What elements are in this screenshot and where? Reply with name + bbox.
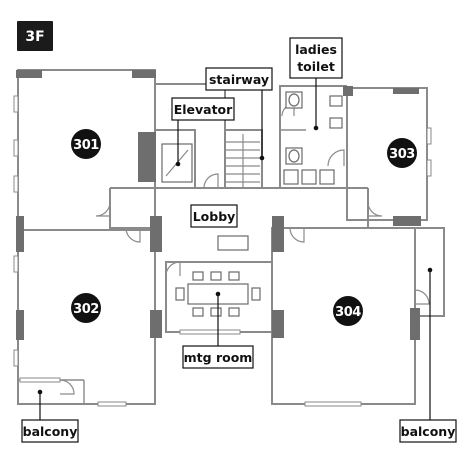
room-303-marker: 303 (387, 138, 417, 168)
balcony-left-callout: balcony (21, 389, 79, 443)
balcony-left-label: balcony (23, 424, 78, 439)
toilet-fixtures (280, 91, 343, 185)
ladies-toilet-label-line1: ladies (295, 42, 337, 57)
lobby-callout: Lobby (190, 204, 238, 228)
room-303-number: 303 (389, 147, 415, 162)
room-301-marker: 301 (71, 129, 101, 159)
elevator-callout: Elevator (171, 97, 235, 167)
pillars (16, 70, 421, 340)
elevator-label: Elevator (174, 102, 233, 117)
room-304-number: 304 (335, 305, 361, 320)
room-301-number: 301 (73, 138, 99, 153)
stairway-callout: stairway (205, 67, 273, 161)
room-302-marker: 302 (71, 293, 101, 323)
room-302-number: 302 (73, 302, 99, 317)
floor-label: 3F (25, 29, 44, 45)
mtg-room-callout: mtg room (182, 291, 254, 369)
stairway-label: stairway (209, 72, 269, 87)
floor-badge: 3F (17, 21, 53, 51)
balcony-right-label: balcony (401, 424, 456, 439)
mtg-room-label: mtg room (184, 350, 253, 365)
lobby-counter (217, 235, 249, 251)
ladies-toilet-label-line2: toilet (297, 59, 335, 74)
room-304-marker: 304 (333, 296, 363, 326)
lobby-label: Lobby (193, 209, 236, 224)
windows (13, 95, 432, 407)
ladies-toilet-callout: ladies toilet (289, 37, 343, 131)
core-fixtures (161, 134, 260, 188)
balcony-right-callout: balcony (399, 267, 457, 443)
